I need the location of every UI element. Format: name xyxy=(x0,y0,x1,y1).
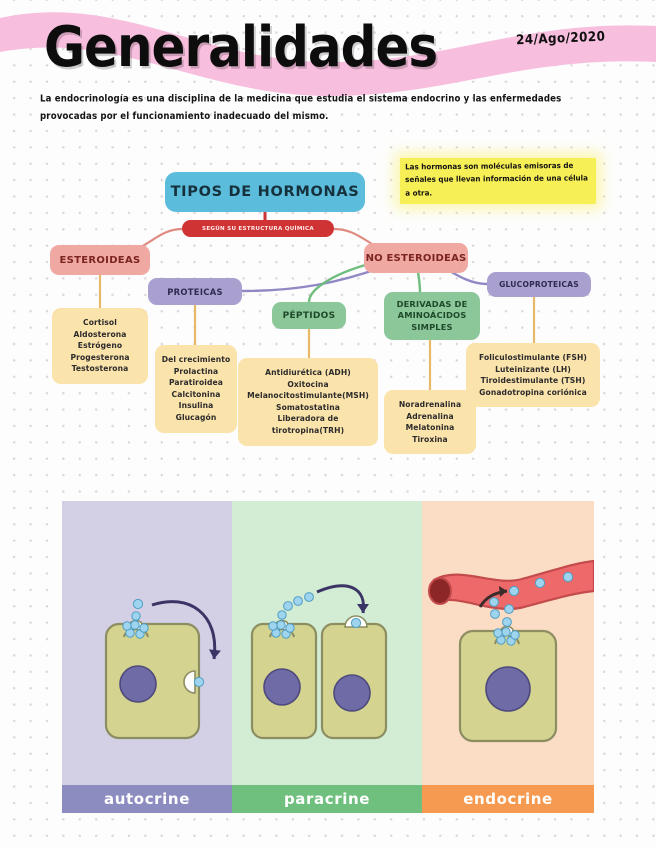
sticky-note xyxy=(400,158,596,204)
cell-illustrations xyxy=(104,559,594,743)
panel-label-autocrine: autocrine xyxy=(62,785,232,813)
node-no-esteroideas[interactable]: NO ESTEROIDEAS xyxy=(364,243,468,273)
node-proteicas[interactable]: PROTEICAS xyxy=(148,278,242,305)
mindmap: TIPOS DE HORMONAS SEGÚN SU ESTRUCTURA QU… xyxy=(0,150,656,480)
node-tipos-de-hormonas[interactable]: TIPOS DE HORMONAS xyxy=(165,172,365,212)
date-label: 24/Ago/2020 xyxy=(515,28,606,48)
list-glucoproteicas: Foliculostimulante (FSH) Luteinizante (L… xyxy=(466,343,600,408)
list-proteicas: Del crecimiento Prolactina Paratiroidea … xyxy=(155,345,237,433)
panel-label-paracrine: paracrine xyxy=(232,785,422,813)
node-glucoproteicas[interactable]: GLUCOPROTEICAS xyxy=(487,272,591,297)
sticky-note-text: Las hormonas son moléculas emisoras de s… xyxy=(405,160,588,198)
page-title: Generalidades xyxy=(44,14,438,80)
list-esteroideas: Cortisol Aldosterona Estrógeno Progester… xyxy=(52,308,148,384)
node-derivadas-aminoacidos[interactable]: DERIVADAS DE AMINOÁCIDOS SIMPLES xyxy=(384,292,480,340)
node-segun-estructura-quimica[interactable]: SEGÚN SU ESTRUCTURA QUÍMICA xyxy=(182,220,334,237)
node-esteroideas[interactable]: ESTEROIDEAS xyxy=(50,245,150,275)
list-derivadas: Noradrenalina Adrenalina Melatonina Tiro… xyxy=(384,390,476,455)
intro-paragraph: La endocrinología es una disciplina de l… xyxy=(40,94,562,122)
signaling-figure: autocrine paracrine endocrine xyxy=(62,501,594,813)
node-peptidos[interactable]: PÉPTIDOS xyxy=(272,302,346,329)
panel-label-endocrine: endocrine xyxy=(422,785,594,813)
list-peptidos: Antidiurética (ADH) Oxitocina Melanocito… xyxy=(238,358,378,446)
